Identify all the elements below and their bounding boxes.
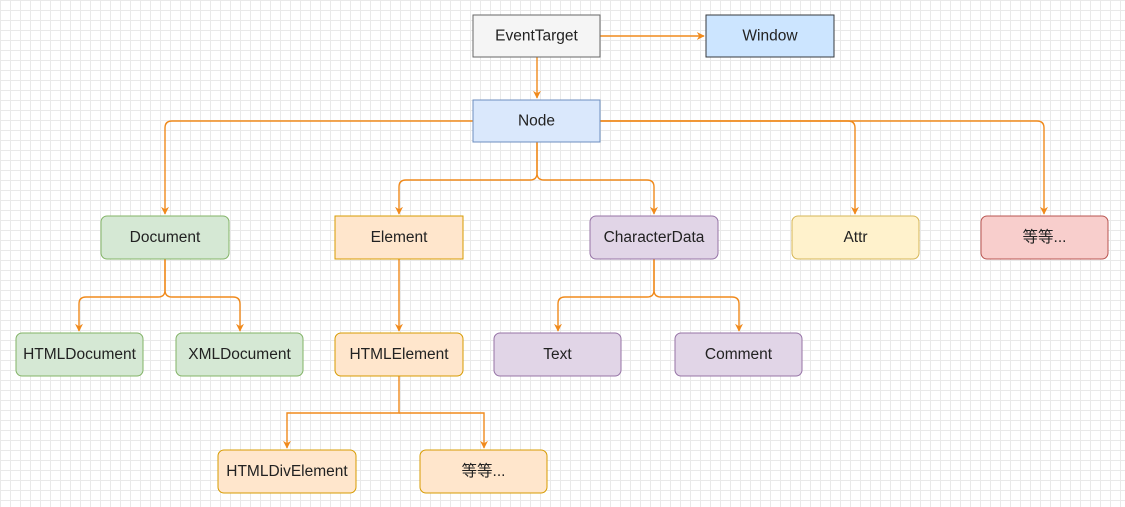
node-htmlelement: HTMLElement [334,332,464,377]
edge-htmlelement-etc [399,412,488,449]
node-attr-label: Attr [843,229,867,246]
edge-characterdata-text [554,259,655,332]
edge-document-htmldocument [75,259,166,332]
node-document-label: Document [130,229,201,246]
node-comment: Comment [674,332,803,377]
node-htmldivelement-label: HTMLDivElement [226,463,348,480]
edge-node-element [395,142,538,215]
edge-node-etc [600,120,1048,215]
node-xmldocument-label: XMLDocument [188,346,291,363]
node-text: Text [493,332,622,377]
node-attr: Attr [791,215,920,260]
node-characterdata: CharacterData [589,215,719,260]
node-htmldivelement: HTMLDivElement [217,449,357,494]
node-etc-element-label: 等等... [462,462,506,480]
node-node: Node [472,99,601,143]
node-text-label: Text [543,346,572,363]
edge-characterdata-comment [653,259,743,332]
node-etc-node-label: 等等... [1023,228,1067,246]
node-comment-label: Comment [705,346,773,363]
node-htmldocument-label: HTMLDocument [23,346,137,363]
node-htmldocument: HTMLDocument [15,332,144,377]
node-document: Document [100,215,230,260]
node-window: Window [705,14,835,58]
node-xmldocument: XMLDocument [175,332,304,377]
node-node-label: Node [518,113,555,130]
node-window-label: Window [742,28,798,45]
node-element-label: Element [371,229,429,246]
node-eventtarget: EventTarget [472,14,601,58]
node-element: Element [334,215,464,260]
edge-node-characterdata [536,142,658,215]
node-etc-node: 等等... [980,215,1109,260]
edge-node-document [161,120,473,215]
edge-htmlelement-htmldivelement [283,376,400,449]
node-etc-element: 等等... [419,449,548,494]
node-htmlelement-label: HTMLElement [349,346,449,363]
node-eventtarget-label: EventTarget [495,28,578,45]
edge-document-xmldocument [164,259,244,332]
edge-node-attr [600,120,859,215]
node-characterdata-label: CharacterData [604,229,705,246]
